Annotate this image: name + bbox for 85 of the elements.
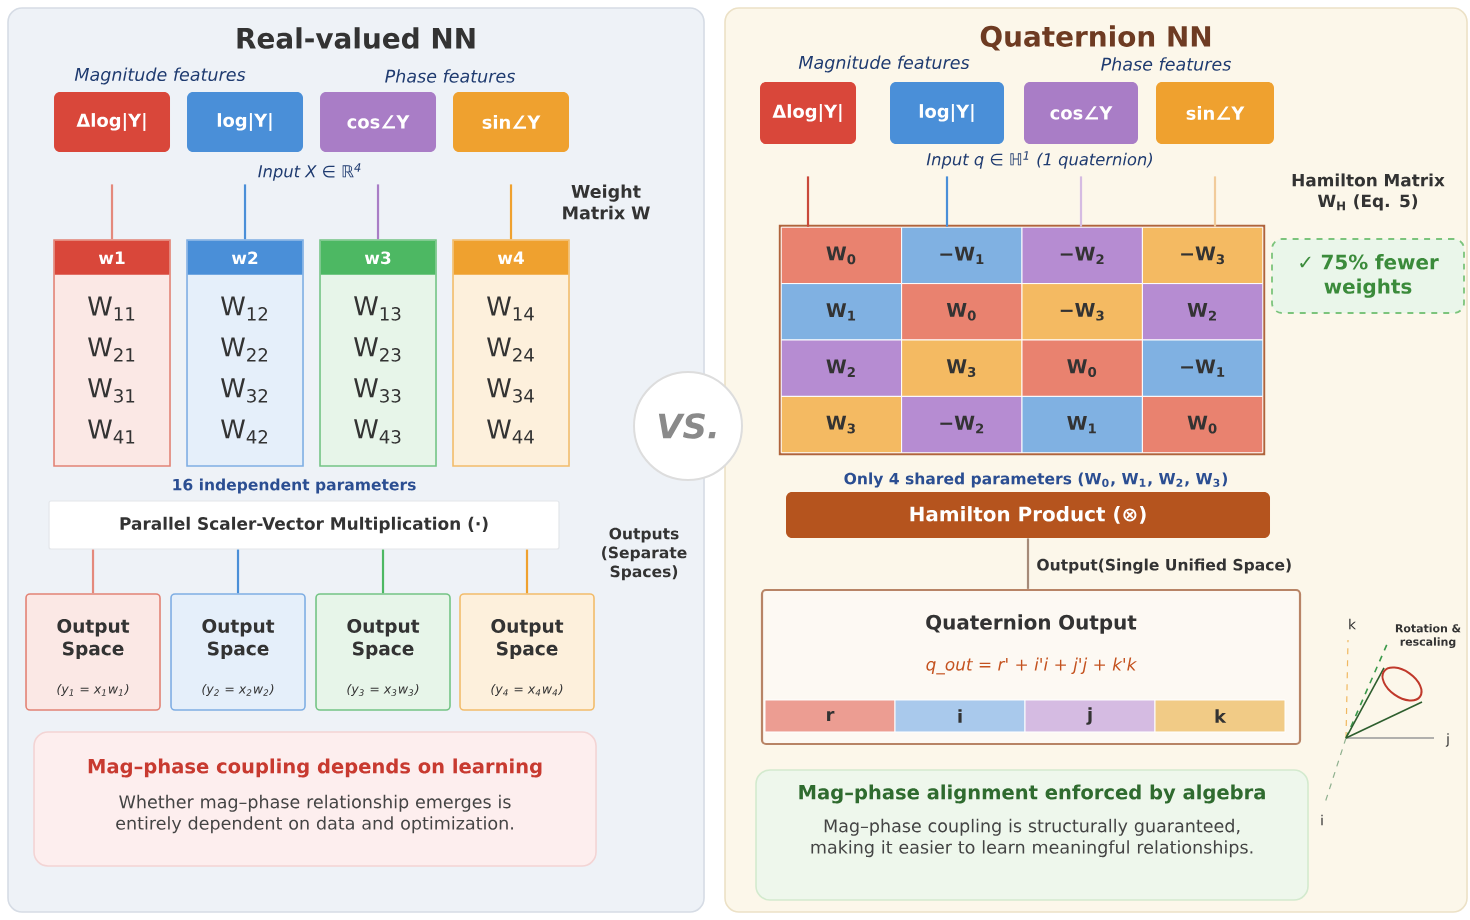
component-cell: k: [1154, 699, 1286, 733]
column-header: w3: [320, 240, 436, 275]
component-cell: r: [764, 699, 896, 733]
section-label: Magnitude features: [798, 55, 970, 73]
matrix-cell: W$_{1}$: [780, 283, 903, 341]
note-text: Mag–phase coupling is structurally guaranteed, making it easier to learn meaningful relationships.: [811, 818, 1253, 858]
connector-line: [110, 184, 114, 240]
weight-entry: W$_{31}$: [88, 378, 135, 403]
connector-line: [236, 549, 240, 594]
box-heading: Quaternion Output: [926, 614, 1137, 634]
feature-box: cos∠Y: [1024, 82, 1138, 144]
feature-box: log|Y|: [187, 92, 303, 152]
matrix-cell: W$_{0}$: [901, 283, 1023, 341]
box-heading: Output Space: [202, 618, 275, 660]
matrix-cell: W$_{0}$: [1141, 395, 1264, 454]
connector-line: [1079, 176, 1083, 227]
weight-entry: W$_{24}$: [487, 337, 534, 362]
matrix-cell: −W$_{3}$: [1021, 283, 1143, 341]
weight-entry: W$_{12}$: [221, 296, 268, 321]
matrix-cell: −W$_{1}$: [1141, 339, 1264, 397]
matrix-cell: −W$_{2}$: [1021, 226, 1143, 285]
matrix-cell: W$_{0}$: [1021, 339, 1143, 397]
connector-line: [376, 184, 380, 240]
connector-line: [1026, 538, 1030, 589]
note-text: Whether mag–phase relationship emerges is entirely dependent on data and optimization.: [116, 794, 513, 834]
section-label: Magnitude features: [74, 67, 246, 85]
column-header: w2: [187, 240, 303, 275]
box-heading: Output Space: [57, 618, 130, 660]
matrix-label: Hamilton Matrix W$_{H}$ (Eq. 5): [1292, 173, 1445, 211]
section-label: Phase features: [385, 69, 515, 83]
operation-bar: Hamilton Product (⊗): [786, 492, 1270, 538]
weight-entry: W$_{14}$: [487, 296, 534, 321]
section-label: Phase features: [1101, 57, 1231, 71]
matrix-cell: −W$_{2}$: [901, 395, 1023, 454]
column-header: w4: [453, 240, 569, 275]
formula: q_out = r' + i'i + j'j + k'k: [926, 657, 1137, 675]
weight-entry: W$_{23}$: [354, 337, 401, 362]
column-header: w1: [54, 240, 170, 275]
component-cell: j: [1024, 699, 1156, 733]
connector-line: [381, 549, 385, 594]
matrix-cell: W$_{1}$: [1021, 395, 1143, 454]
connector-line: [525, 549, 529, 594]
matrix-cell: W$_{0}$: [780, 226, 903, 285]
note-title: Mag–phase alignment enforced by algebra: [799, 784, 1265, 804]
feature-box: sin∠Y: [453, 92, 569, 152]
matrix-cell: W$_{3}$: [901, 339, 1023, 397]
box-heading: Output Space: [491, 618, 564, 660]
weight-entry: W$_{41}$: [88, 419, 135, 444]
callout-box: ✓ 75% fewer weights: [1271, 238, 1465, 314]
weight-entry: W$_{33}$: [354, 378, 401, 403]
matrix-cell: −W$_{1}$: [901, 226, 1023, 285]
connector-line: [1213, 176, 1217, 227]
feature-box: sin∠Y: [1156, 82, 1274, 144]
connector-line: [806, 176, 810, 227]
panel-title: Real-valued NN: [237, 27, 475, 49]
weight-entry: W$_{44}$: [487, 419, 534, 444]
weight-entry: W$_{21}$: [88, 337, 135, 362]
matrix-cell: W$_{3}$: [780, 395, 903, 454]
weight-entry: W$_{22}$: [221, 337, 268, 362]
matrix-cell: −W$_{3}$: [1141, 226, 1264, 285]
box-heading: Output Space: [347, 618, 420, 660]
feature-box: cos∠Y: [320, 92, 436, 152]
matrix-border: [778, 224, 1266, 456]
connector-line: [91, 549, 95, 594]
weight-entry: W$_{42}$: [221, 419, 268, 444]
weight-entry: W$_{11}$: [88, 296, 135, 321]
connector-line: [945, 176, 949, 227]
weight-entry: W$_{43}$: [354, 419, 401, 444]
feature-box: Δlog|Y|: [54, 92, 170, 152]
matrix-cell: W$_{2}$: [780, 339, 903, 397]
connector-line: [509, 184, 513, 240]
matrix-label: Weight Matrix W: [563, 184, 650, 220]
input-label: Input X ∈ ℝ$^{4}$: [258, 163, 361, 181]
panel-title: Quaternion NN: [980, 25, 1211, 51]
note-title: Mag–phase coupling depends on learning: [88, 758, 542, 778]
matrix-cell: W$_{2}$: [1141, 283, 1264, 341]
component-cell: i: [894, 699, 1026, 733]
weight-entry: W$_{34}$: [487, 378, 534, 403]
operation-box: Parallel Scaler-Vector Multiplication (·): [48, 500, 560, 550]
feature-box: log|Y|: [890, 82, 1004, 144]
feature-box: Δlog|Y|: [760, 82, 856, 144]
weight-entry: W$_{13}$: [354, 296, 401, 321]
connector-line: [243, 184, 247, 240]
weight-entry: W$_{32}$: [221, 378, 268, 403]
input-label: Input q ∈ ℍ$^{1}$ (1 quaternion): [926, 151, 1152, 169]
